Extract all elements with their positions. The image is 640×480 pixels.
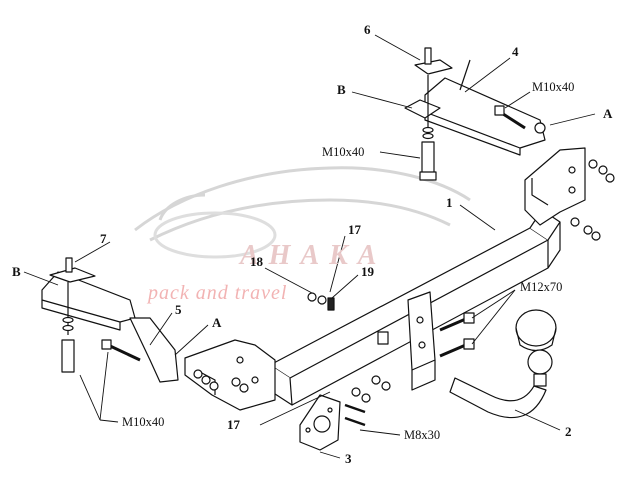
left-nuts (193, 369, 249, 393)
right-side-bracket (524, 147, 586, 226)
label-part-5: 5 (175, 302, 182, 317)
long-bracket-part-4 (404, 59, 546, 156)
label-bolt-m10x40-mid: M10x40 (322, 145, 365, 159)
ball-cover (515, 309, 557, 352)
label-part-17-top: 17 (348, 222, 361, 237)
top-plate-part-6 (414, 47, 453, 140)
bolt-m10x40-mid (419, 141, 437, 181)
left-side-bracket (184, 339, 276, 411)
label-part-19: 19 (361, 264, 374, 279)
watermark-brand: AHAKA (240, 240, 387, 271)
socket-plate-part-3 (299, 394, 341, 451)
label-part-2: 2 (565, 424, 572, 439)
label-part-3: 3 (345, 451, 352, 466)
label-b-top: B (337, 82, 346, 97)
label-b-left: B (12, 264, 21, 279)
left-arm-bracket (101, 317, 179, 383)
label-part-7: 7 (100, 231, 107, 246)
center-bracket (377, 291, 436, 391)
right-nuts (570, 159, 615, 241)
label-part-18: 18 (250, 254, 263, 269)
watermark-tagline: pack and travel (148, 282, 288, 304)
left-bracket-part-5 (41, 257, 136, 373)
label-part-1: 1 (446, 195, 453, 210)
label-bolt-m10x40-bottom-left: M10x40 (122, 415, 165, 429)
nuts-18-19 (307, 292, 335, 311)
label-bolt-m12x70: M12x70 (520, 280, 563, 294)
towball-part-2 (449, 349, 553, 419)
label-a-top: A (603, 106, 613, 121)
bolt-m10x40-top-right (494, 105, 546, 134)
watermark-car-logo (134, 166, 471, 259)
label-a-left: A (212, 315, 222, 330)
label-bolt-m10x40-top-right: M10x40 (532, 80, 575, 94)
label-part-17-bottom: 17 (227, 417, 240, 432)
label-part-4: 4 (512, 44, 519, 59)
leader-lines (23, 34, 596, 459)
label-bolt-m8x30: M8x30 (404, 428, 441, 442)
bolts-m8x30 (344, 375, 391, 427)
label-part-6: 6 (364, 22, 371, 37)
bolts-m12x70 (439, 312, 475, 358)
